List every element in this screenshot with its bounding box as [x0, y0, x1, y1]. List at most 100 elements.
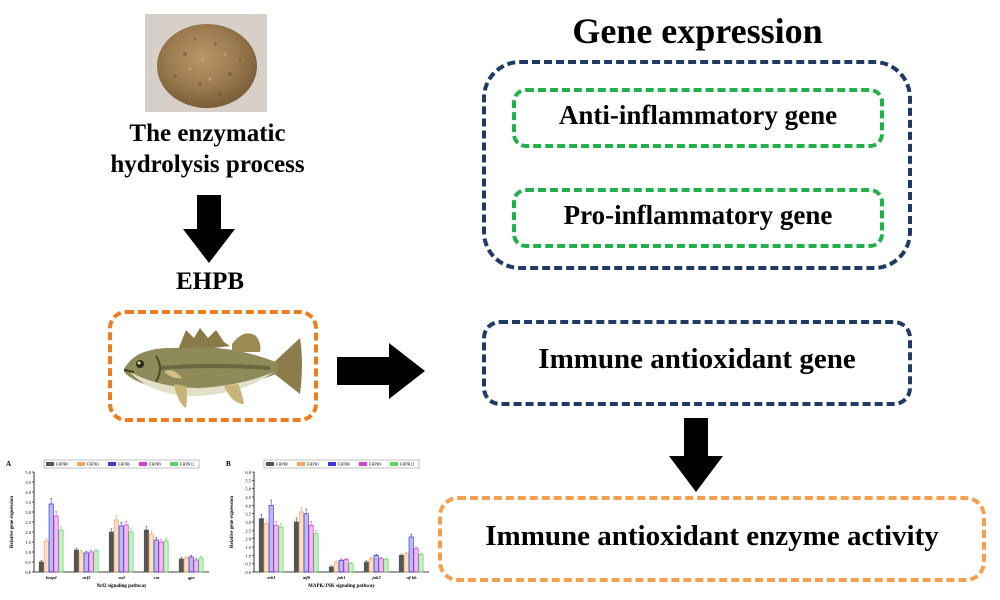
- bar: [303, 513, 309, 573]
- chart-nrf2: A 0.0 0.5 1.0 1.5 2.0 2.5 3.0 3.5 4.0 4.5 5.0Relati…: [6, 459, 209, 589]
- y-tick-label: 3.5: [245, 512, 251, 517]
- y-tick-label: 0.0: [245, 570, 251, 575]
- bar: [163, 540, 169, 573]
- bar: [83, 552, 89, 573]
- category-label: keap1: [46, 575, 57, 580]
- bar: [398, 554, 404, 573]
- bar: [153, 539, 159, 573]
- chart-mapk-jnk: B0.00.51.01.52.02.53.03.54.04.55.05.56.0…: [226, 459, 429, 589]
- bar: [88, 551, 94, 573]
- y-tick-label: 1.0: [245, 553, 251, 558]
- y-tick-label: 0.0: [25, 570, 31, 575]
- bar: [148, 533, 154, 573]
- y-tick-label: 4.5: [245, 495, 251, 500]
- ehpb-label: EHPB: [175, 268, 245, 295]
- legend-swatch: [266, 462, 274, 466]
- bar: [183, 557, 189, 573]
- bar: [178, 558, 184, 573]
- fish-icon: [123, 328, 302, 408]
- bar: [128, 531, 134, 573]
- bar: [193, 559, 199, 573]
- y-tick-label: 0.5: [25, 560, 31, 565]
- category-label: jnk2: [371, 575, 381, 580]
- bar: [403, 553, 409, 573]
- y-tick-label: 3.5: [25, 500, 31, 505]
- bar: [383, 559, 389, 573]
- y-tick-label: 4.0: [245, 503, 251, 508]
- process-line-1: The enzymatic: [129, 120, 286, 147]
- down-arrow-icon: [669, 418, 723, 497]
- bar: [258, 518, 264, 573]
- legend-box: [263, 459, 420, 469]
- bar: [263, 523, 269, 573]
- bar: [158, 541, 164, 573]
- bar: [123, 524, 129, 573]
- y-tick-label: 2.5: [245, 528, 251, 533]
- legend-swatch: [108, 462, 116, 466]
- category-label: jnk1: [336, 575, 345, 580]
- legend-label: EHPB6: [338, 462, 350, 467]
- y-axis-label: Relative gene expression: [10, 496, 15, 548]
- y-tick-label: 1.5: [25, 540, 31, 545]
- process-label: The enzymatic hydrolysis process: [85, 118, 330, 180]
- bar: [93, 550, 99, 573]
- legend-swatch: [46, 462, 54, 466]
- category-label: gpx: [187, 575, 196, 580]
- category-label: sod: [117, 575, 125, 580]
- immune-antioxidant-gene-box: [482, 320, 912, 406]
- bar: [278, 526, 284, 573]
- gene-expression-box: [482, 60, 912, 270]
- bar: [118, 525, 124, 573]
- y-tick-label: 5.0: [25, 470, 31, 475]
- immune-antioxidant-gene-label: Immune antioxidant gene: [538, 343, 856, 375]
- enzyme-activity-box: [438, 496, 986, 582]
- legend-label: EHPB12: [180, 462, 194, 467]
- y-tick-label: 4.5: [25, 480, 31, 485]
- legend-label: EHPB0: [276, 462, 288, 467]
- pro-inflammatory-box: [512, 188, 884, 248]
- legend-box: [43, 459, 200, 469]
- bar: [293, 521, 299, 573]
- bar: [343, 559, 349, 573]
- bar: [298, 511, 304, 573]
- y-tick-label: 2.0: [25, 530, 31, 535]
- bar: [78, 551, 84, 573]
- bar: [373, 554, 379, 573]
- y-tick-label: 3.0: [25, 510, 31, 515]
- bar: [368, 558, 374, 573]
- panel-letter: A: [6, 460, 11, 468]
- y-tick-label: 2.5: [25, 520, 31, 525]
- x-axis-label: MAPK/JNK signaling pathway: [308, 584, 375, 589]
- category-label: erk1: [267, 575, 275, 580]
- bar: [53, 515, 59, 573]
- bar: [363, 561, 369, 573]
- anti-inflammatory-box: [512, 88, 884, 148]
- down-arrow-icon: [183, 195, 235, 268]
- legend-label: EHPB3: [307, 462, 319, 467]
- bar: [418, 554, 424, 573]
- x-axis-label: Nrf2 signaling pathway: [96, 584, 147, 589]
- bar: [328, 566, 334, 573]
- bar: [188, 556, 194, 573]
- bar: [268, 504, 274, 573]
- y-tick-label: 4.0: [25, 490, 31, 495]
- y-tick-label: 0.5: [245, 562, 251, 567]
- bar: [143, 529, 149, 573]
- y-tick-label: 1.0: [25, 550, 31, 555]
- y-tick-label: 6.0: [245, 470, 251, 475]
- category-label: cat: [154, 575, 160, 580]
- category-label: atf6: [303, 575, 311, 580]
- bar: [333, 561, 339, 573]
- bar: [348, 563, 354, 573]
- pro-inflammatory-label: Pro-inflammatory gene: [563, 200, 833, 230]
- bar: [338, 559, 344, 573]
- legend-swatch: [170, 462, 178, 466]
- bar: [58, 529, 64, 573]
- legend-swatch: [359, 462, 367, 466]
- enzyme-activity-label: Immune antioxidant enzyme activity: [485, 520, 939, 552]
- bar: [113, 519, 119, 573]
- panel-letter: B: [226, 460, 231, 468]
- y-tick-label: 5.0: [245, 487, 251, 492]
- bar: [108, 531, 114, 573]
- category-label: nf-kb: [407, 575, 418, 580]
